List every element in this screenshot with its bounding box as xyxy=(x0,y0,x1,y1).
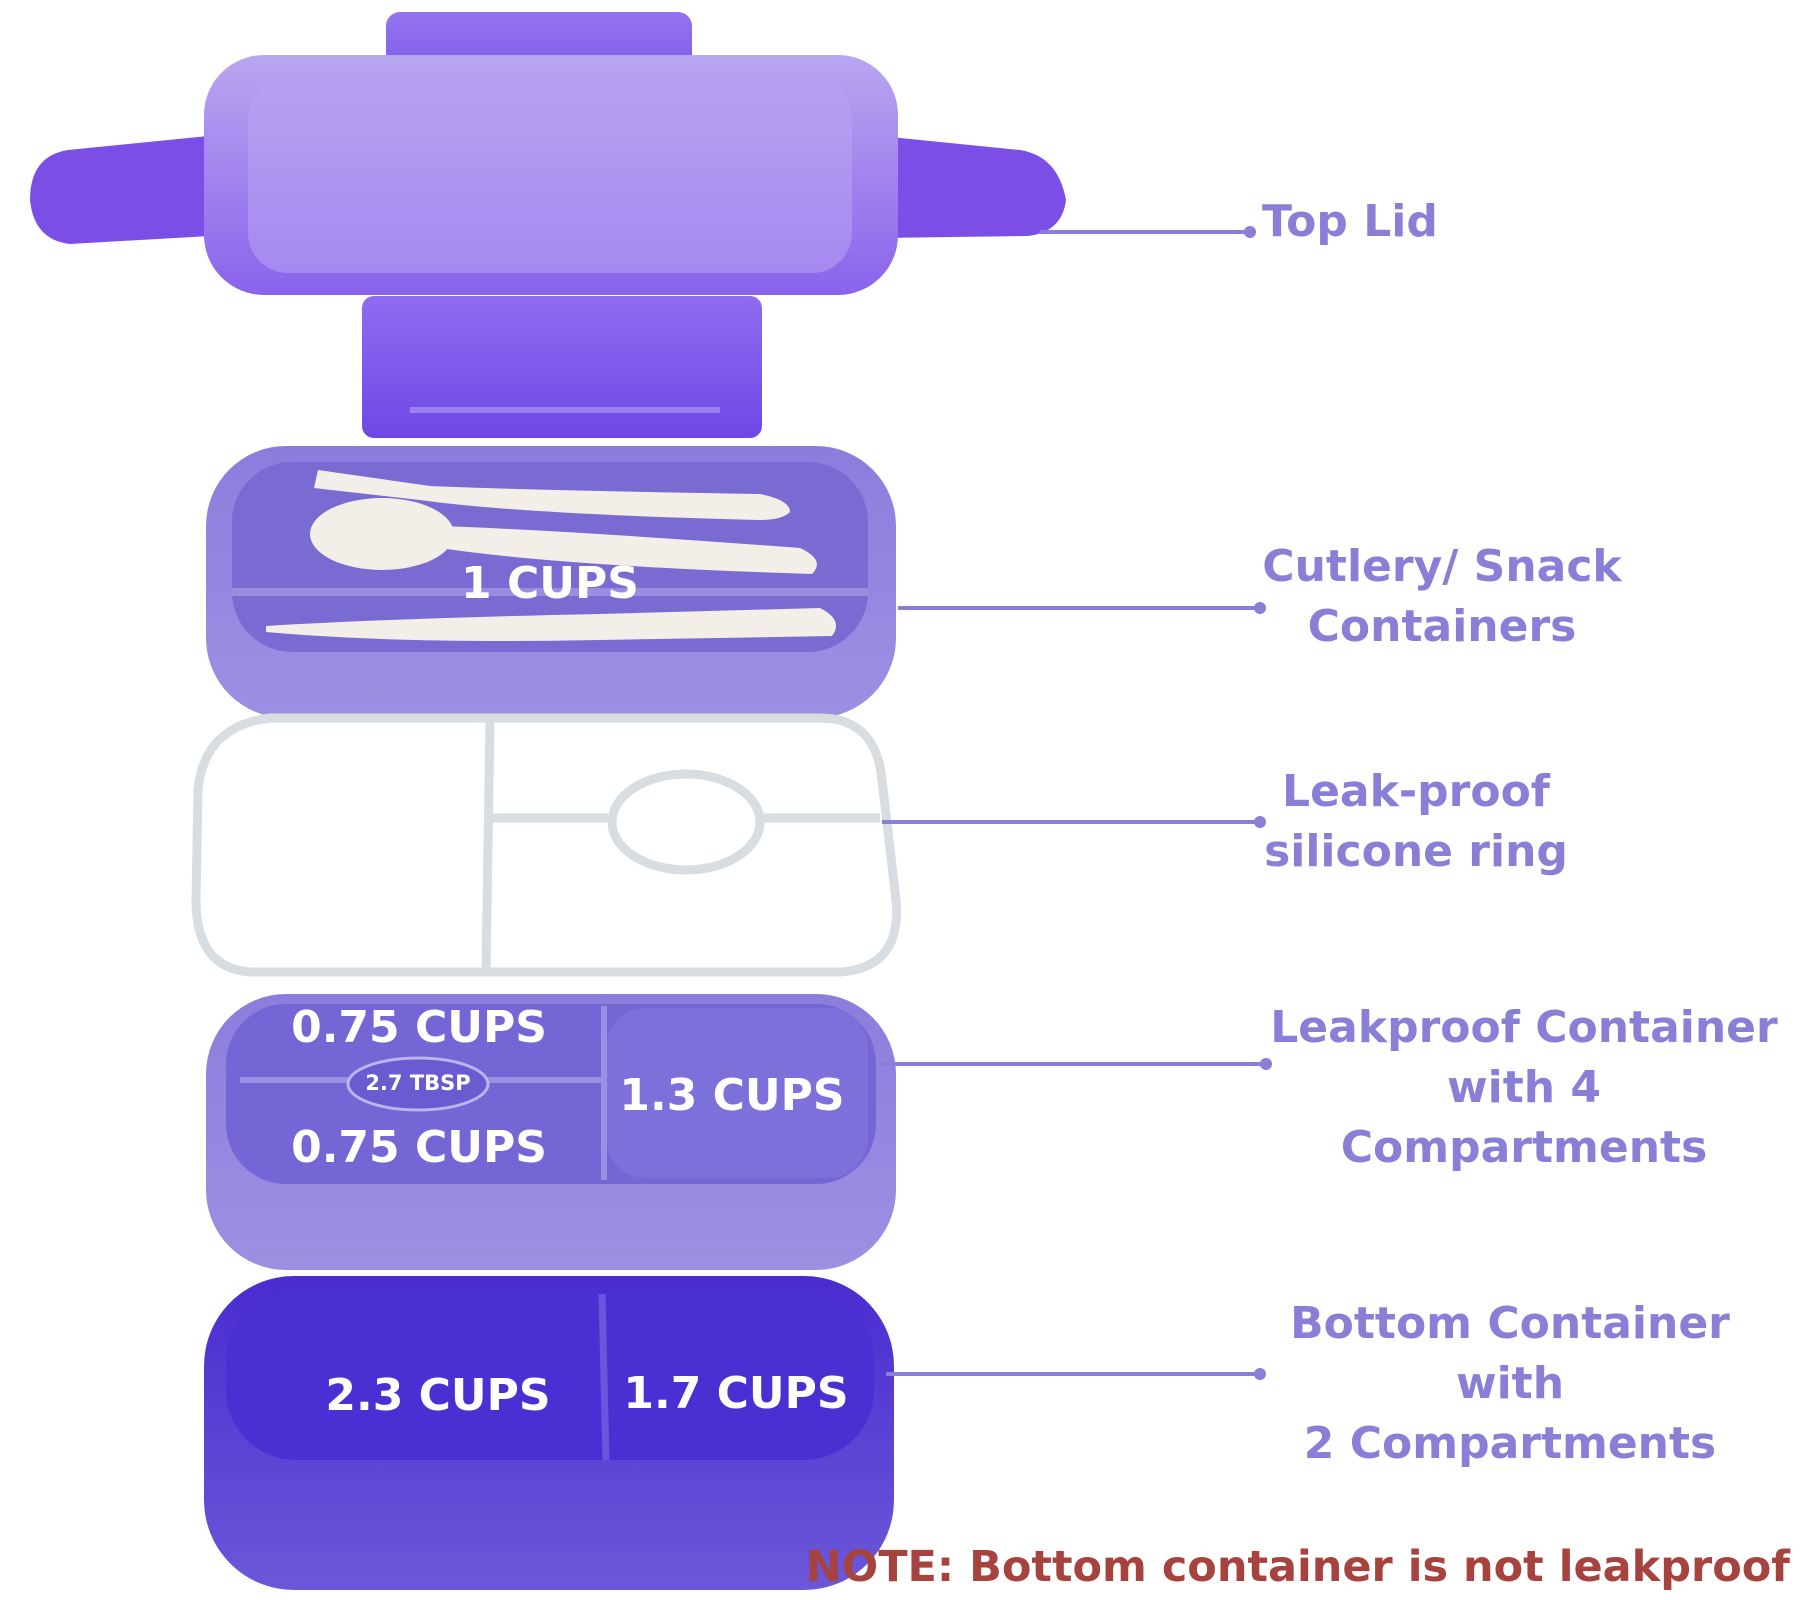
ring-outline xyxy=(191,713,902,977)
leader-dot-cutlery xyxy=(1254,602,1266,614)
label-leakproof-line1: Leakproof Container xyxy=(1270,1002,1778,1053)
label-top-lid-text: Top Lid xyxy=(1262,196,1438,247)
ring-vertical-divider xyxy=(481,719,495,971)
capacity-leakproof-bottom-left: 0.75 CUPS xyxy=(291,1122,547,1173)
bottom-container-divider xyxy=(598,1293,610,1461)
label-cutlery-containers: Cutlery/ Snack Containers xyxy=(1236,537,1648,657)
ring-sauce-circle xyxy=(607,769,765,875)
fork-icon xyxy=(314,470,790,520)
label-bottom-container: Bottom Container with 2 Compartments xyxy=(1240,1294,1780,1474)
lid-flap-left xyxy=(30,136,210,244)
leader-dot-bottom xyxy=(1254,1368,1266,1380)
label-silicone-ring: Leak-proof silicone ring xyxy=(1236,762,1596,882)
leader-dot-ring xyxy=(1254,816,1266,828)
label-bottom-line1: Bottom Container with xyxy=(1290,1298,1730,1409)
leakproof-warning-note: NOTE: Bottom container is not leakproof xyxy=(805,1542,1790,1592)
spoon-bowl xyxy=(310,498,454,570)
capacity-leakproof-top-left: 0.75 CUPS xyxy=(291,1002,547,1053)
leakproof-container xyxy=(206,994,896,1270)
cutlery-tray xyxy=(206,446,896,718)
capacity-sauce-cup: 2.7 TBSP xyxy=(365,1071,471,1095)
bottom-container-inner xyxy=(226,1290,874,1460)
bottom-container xyxy=(204,1276,894,1590)
capacity-leakproof-right: 1.3 CUPS xyxy=(619,1070,845,1121)
capacity-bottom-left: 2.3 CUPS xyxy=(325,1370,551,1421)
top-lid xyxy=(30,12,1066,438)
silicone-ring xyxy=(191,713,902,977)
lid-flap-front xyxy=(362,296,762,438)
label-ring-line2: silicone ring xyxy=(1264,826,1568,877)
leader-dot-top-lid xyxy=(1244,226,1256,238)
capacity-cutlery-tray: 1 CUPS xyxy=(461,558,639,609)
lid-inner-panel xyxy=(248,78,852,273)
label-ring-line1: Leak-proof xyxy=(1282,766,1550,817)
label-leakproof-container: Leakproof Container with 4 Compartments xyxy=(1262,998,1786,1178)
knife-icon xyxy=(266,608,836,641)
spoon-handle xyxy=(440,526,817,574)
leakproof-right-compartment xyxy=(606,1008,868,1178)
label-top-lid: Top Lid xyxy=(1262,192,1452,252)
lid-flap-right xyxy=(880,136,1066,238)
label-leakproof-line2: with 4 Compartments xyxy=(1340,1062,1708,1173)
label-cutlery-line1: Cutlery/ Snack xyxy=(1262,541,1622,592)
sauce-cup xyxy=(346,1056,490,1112)
label-bottom-line2: 2 Compartments xyxy=(1303,1418,1717,1469)
label-cutlery-line2: Containers xyxy=(1307,601,1577,652)
leader-dot-leakproof xyxy=(1260,1058,1272,1070)
capacity-bottom-right: 1.7 CUPS xyxy=(623,1368,849,1419)
